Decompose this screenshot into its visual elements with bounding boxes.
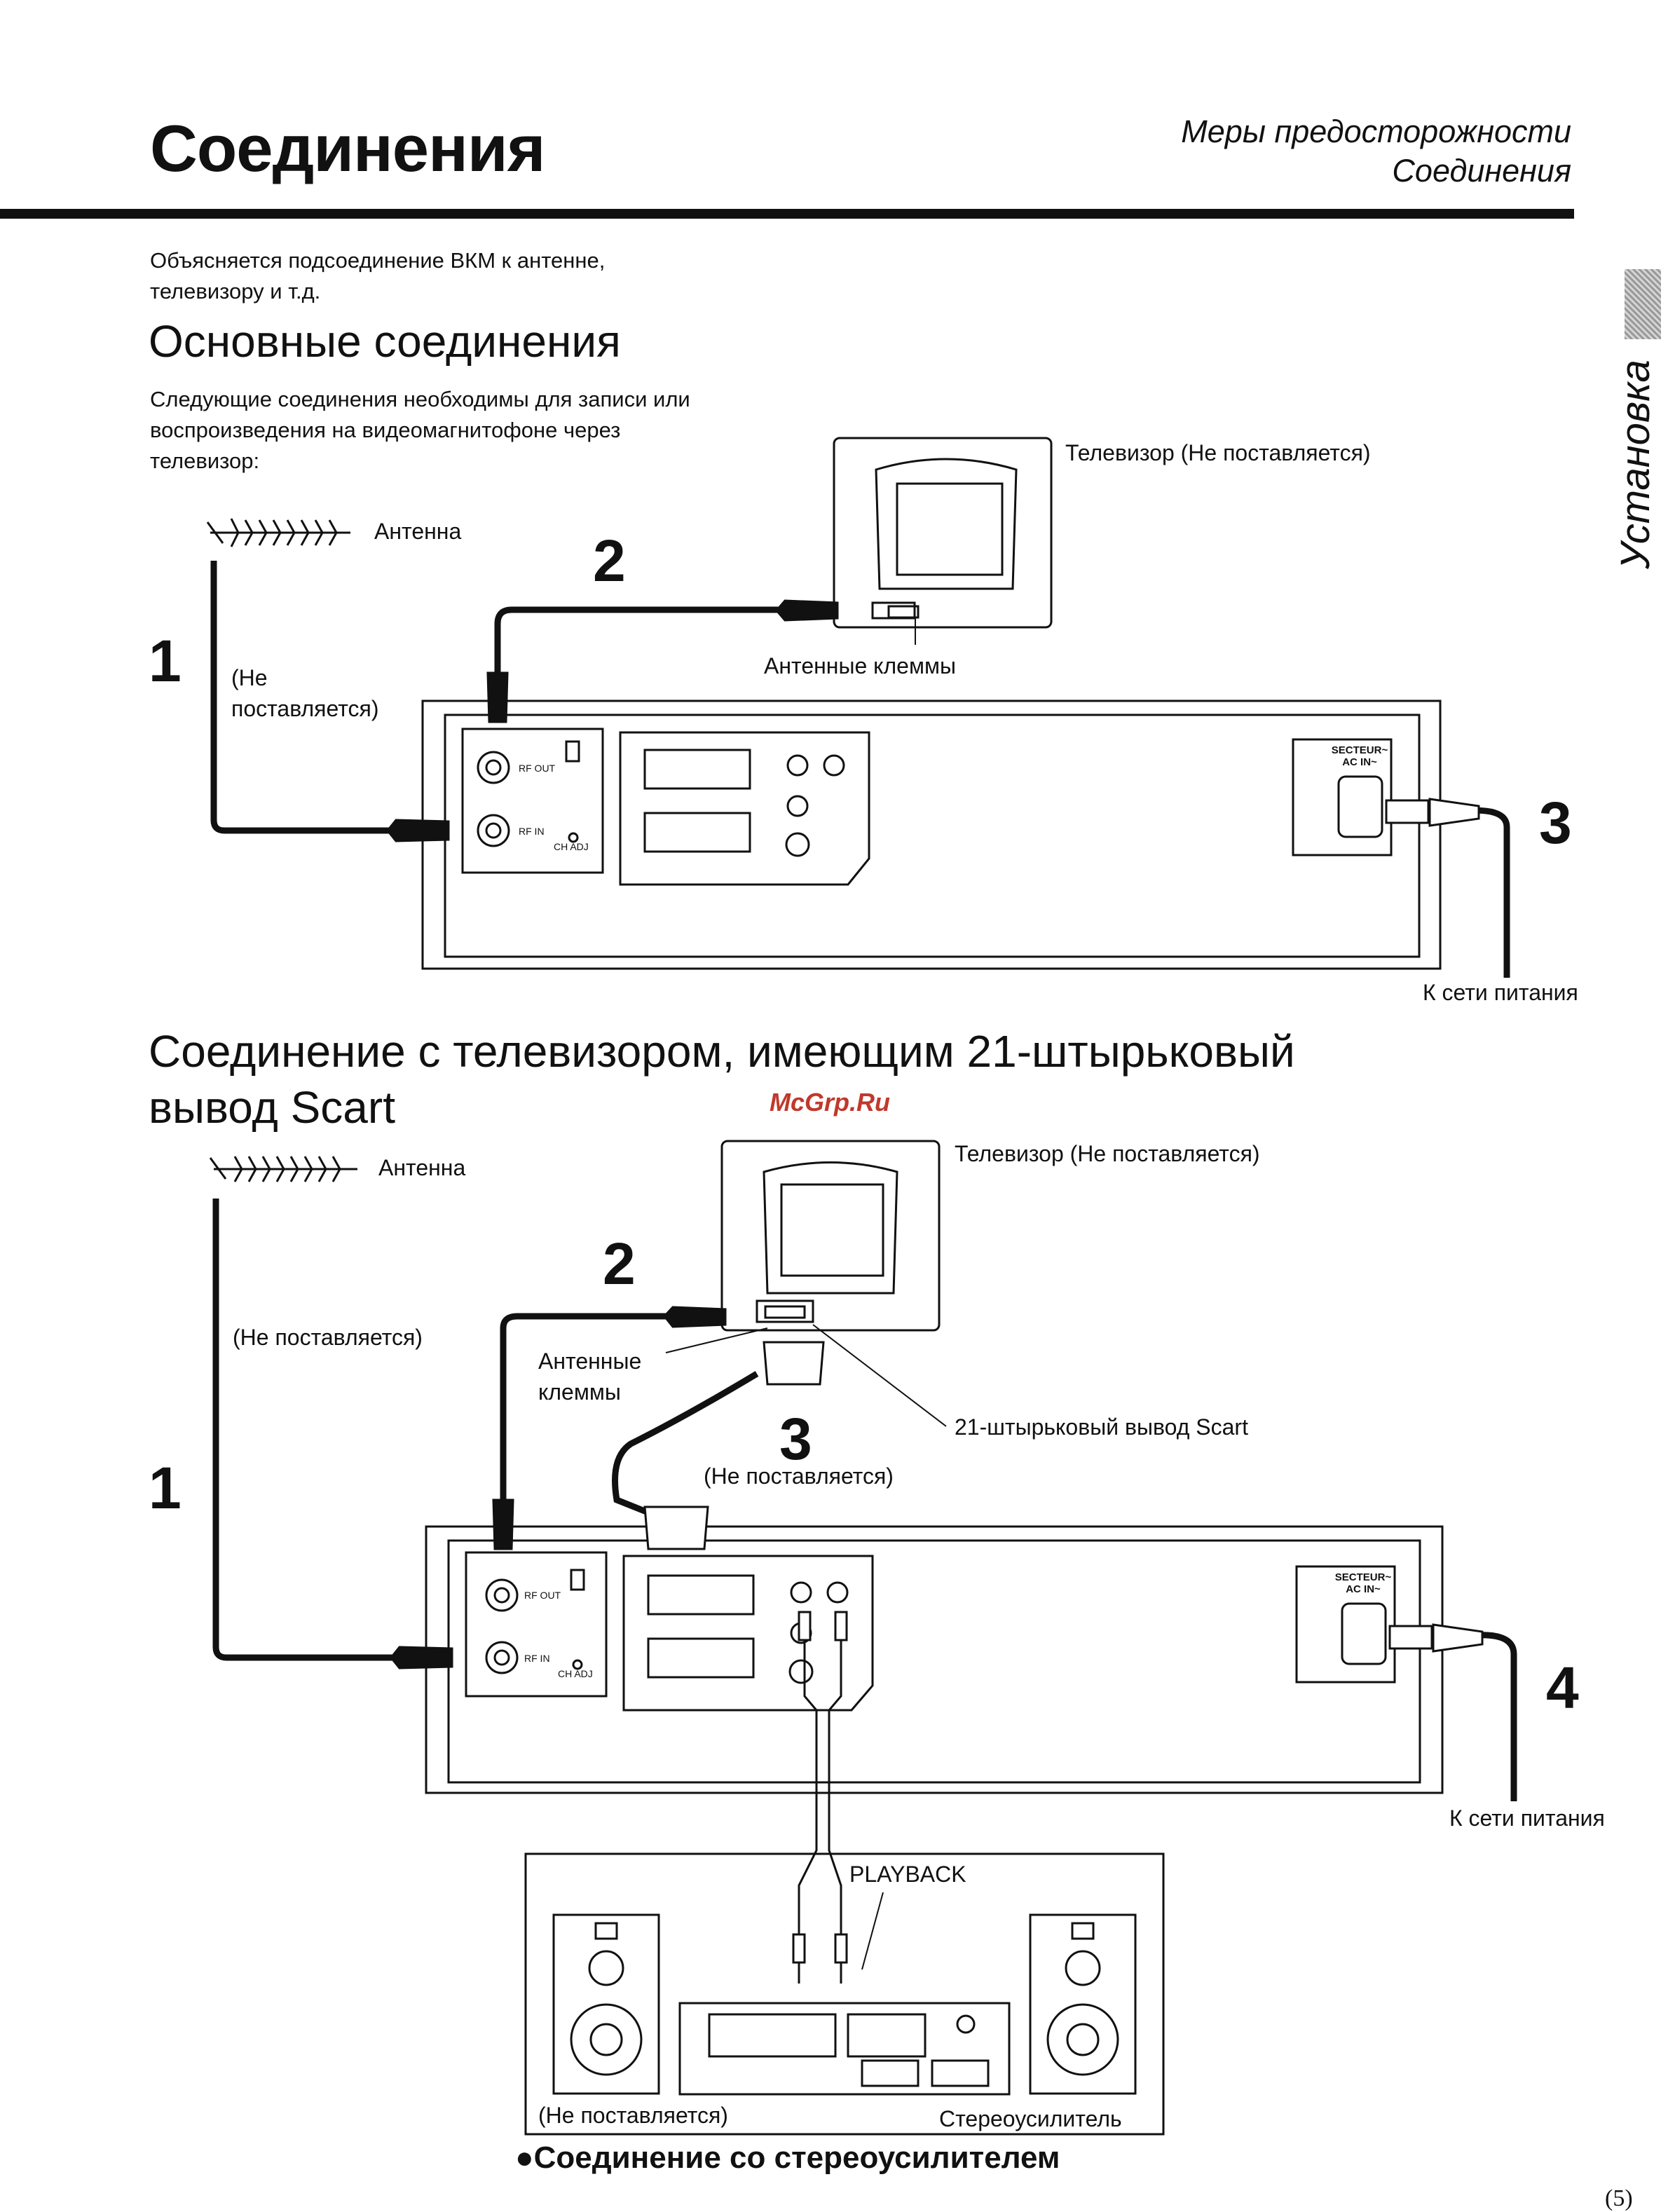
ac-in-text-2: AC IN~ (1346, 1583, 1381, 1595)
not-supplied-label-2: (Не поставляется) (233, 1325, 423, 1350)
step-1-number-2: 1 (149, 1455, 182, 1521)
page-number: (5) (1605, 2185, 1633, 2211)
not-supplied-line-1: (Не (231, 665, 268, 690)
not-supplied-label: (Не поставляется) (231, 662, 379, 724)
ac-in-label: SECTEUR~ AC IN~ (1325, 744, 1395, 768)
section1-connectors (386, 599, 839, 842)
secteur-text-2: SECTEUR~ (1334, 1571, 1392, 1583)
step-2-number-2: 2 (603, 1231, 636, 1297)
breadcrumb-line-2: Соединения (1392, 153, 1571, 189)
section2-cables (212, 1199, 1517, 1801)
step-2-number: 2 (593, 528, 626, 594)
ch-adj-label-2: CH ADJ (558, 1668, 593, 1679)
intro-text: Объясняется подсоединение ВКМ к антенне,… (150, 245, 753, 307)
section2-connectors (390, 1306, 727, 1670)
stereo-caption: ●Соединение со стереоусилителем (515, 2141, 1060, 2175)
antenna-icon (206, 518, 350, 547)
section1-heading: Основные соединения (149, 316, 621, 367)
antenna-label-2: Антенна (378, 1155, 466, 1180)
ac-in-label-2: SECTEUR~ AC IN~ (1328, 1571, 1398, 1595)
stereo-not-supplied-label: (Не поставляется) (538, 2103, 728, 2128)
section2-heading-line-1: Соединение с телевизором, имеющим 21-шты… (149, 1026, 1295, 1077)
step-3-number: 3 (1539, 790, 1572, 856)
stereo-system (524, 1852, 1165, 2136)
tv-label: Телевизор (Не поставляется) (1065, 440, 1371, 465)
antenna-icon-2 (209, 1156, 357, 1182)
step-3-number-2: 3 (779, 1406, 812, 1472)
section1-cables (210, 561, 1510, 978)
section2-heading-line-2: вывод Scart (149, 1082, 395, 1133)
section1-text: Следующие соединения необходимы для запи… (150, 384, 823, 477)
vcr-rear-panel-2 (425, 1525, 1444, 1794)
section1-text-line-3: телевизор: (150, 449, 260, 473)
watermark: McGrp.Ru (770, 1088, 891, 1117)
rf-in-label-2: RF IN (524, 1653, 550, 1664)
antenna-label: Антенна (374, 519, 462, 544)
section1-text-line-2: воспроизведения на видеомагнитофоне чере… (150, 418, 621, 442)
amplifier-label: Стереоусилитель (939, 2106, 1122, 2131)
step-1-number: 1 (149, 628, 182, 694)
terminals-line-1: Антенные (538, 1349, 642, 1374)
secteur-text: SECTEUR~ (1331, 744, 1388, 756)
breadcrumb: Меры предосторожности Соединения (1181, 112, 1571, 191)
rf-out-label-2: RF OUT (524, 1590, 561, 1601)
section2-heading: Соединение с телевизором, имеющим 21-шты… (149, 1023, 1295, 1135)
rf-in-label: RF IN (519, 826, 545, 837)
terminals-line-2: клеммы (538, 1379, 621, 1405)
tv-label-2: Телевизор (Не поставляется) (955, 1141, 1260, 1166)
mains-label-2: К сети питания (1449, 1805, 1605, 1831)
ch-adj-label: CH ADJ (554, 841, 589, 852)
page-title: Соединения (150, 111, 546, 185)
header-rule (0, 209, 1574, 219)
intro-line-1: Объясняется подсоединение ВКМ к антенне, (150, 248, 606, 273)
intro-line-2: телевизору и т.д. (150, 279, 321, 303)
scart-not-supplied-label: (Не поставляется) (704, 1463, 894, 1489)
antenna-terminals-label: Антенные клеммы (764, 653, 956, 678)
breadcrumb-line-1: Меры предосторожности (1181, 114, 1571, 149)
step-4-number: 4 (1546, 1655, 1579, 1721)
ac-in-text: AC IN~ (1342, 756, 1377, 768)
antenna-terminals-label-2: Антенные клеммы (538, 1346, 641, 1407)
side-tab-marker (1625, 269, 1661, 339)
rf-out-label: RF OUT (519, 763, 556, 774)
not-supplied-line-2: поставляется) (231, 696, 379, 721)
scart-label: 21-штырьковый вывод Scart (955, 1414, 1248, 1440)
tv-icon (833, 437, 1053, 629)
section1-text-line-1: Следующие соединения необходимы для запи… (150, 387, 690, 411)
playback-label: PLAYBACK (849, 1862, 966, 1887)
tv-icon-2 (720, 1140, 941, 1332)
vcr-rear-panel (421, 699, 1442, 970)
mains-label: К сети питания (1423, 980, 1578, 1005)
